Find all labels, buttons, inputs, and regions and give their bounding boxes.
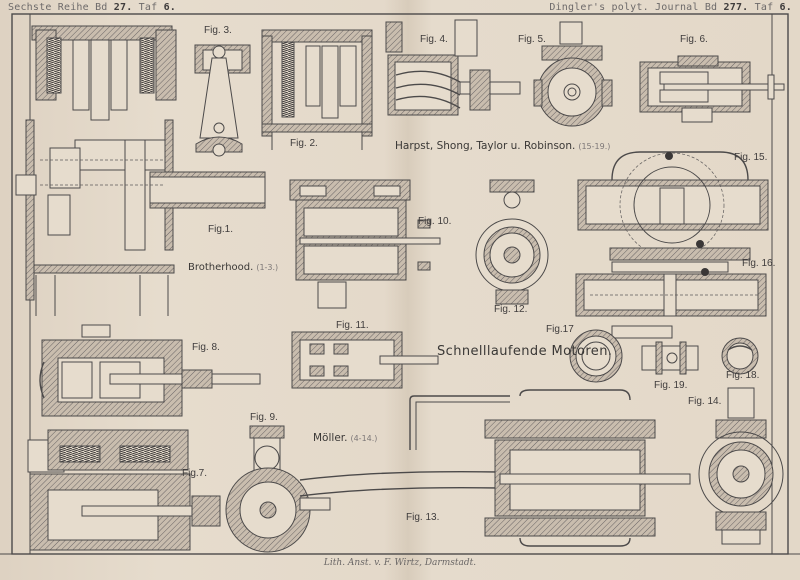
fig12-label: Fig. 12. [494,304,528,315]
fig2-drawing [261,29,373,150]
fig13-drawing [299,389,691,547]
fig14-label: Fig. 14. [688,396,722,407]
section-title-brotherhood: Brotherhood.(1-3.) [188,262,278,273]
fig19-drawing [641,341,699,375]
fig3-drawing [194,44,251,157]
figure-range: (15-19.) [578,142,611,151]
fig12-drawing [475,179,549,305]
volume-number: 27. [113,2,133,13]
fig15-drawing [577,151,769,261]
fig4-label: Fig. 4. [420,34,448,45]
fig19-label: Fig. 19. [654,380,688,391]
fig2-label: Fig. 2. [290,138,318,149]
header-series-info: Sechste Reihe Bd 27. Taf 6. [8,2,176,13]
journal-plate-prefix: Taf [754,2,774,13]
fig17-label: Fig.17 [546,324,574,335]
section-name: Möller. [313,432,348,444]
series-label: Sechste Reihe Bd [8,2,108,13]
fig8-label: Fig. 8. [192,342,220,353]
fig7-label: Fig.7. [182,468,208,479]
fig14-drawing [698,387,784,545]
journal-plate-number: 6. [779,2,792,13]
plate-prefix: Taf [138,2,158,13]
journal-label: Dingler's polyt. Journal Bd [549,2,718,13]
fig11-drawing [291,331,439,389]
fig17-drawing [569,329,623,383]
section-name: Harpst, Shong, Taylor u. Robinson. [395,140,576,152]
section-name: Schnelllaufende Motoren. [437,344,613,359]
fig5-drawing [533,21,613,127]
fig8-drawing [39,324,261,417]
section-name: Brotherhood. [188,262,254,273]
fig1-label: Fig.1. [208,224,234,235]
section-title-harpst: Harpst, Shong, Taylor u. Robinson.(15-19… [395,140,610,152]
fig1-drawing [15,25,266,316]
fig10-drawing [289,179,441,309]
plate-number: 6. [163,2,177,13]
fig16-drawing [575,261,767,339]
section-title-moller: Möller.(4-14.) [313,432,377,444]
fig6-label: Fig. 6. [680,34,708,45]
fig9-drawing [225,425,331,553]
journal-volume-number: 277. [723,2,749,13]
fig6-drawing [639,55,785,123]
section-title-schnelllaufende-motoren: Schnelllaufende Motoren. [437,344,612,359]
figure-range: (1-3.) [256,263,279,272]
fig3-label: Fig. 3. [204,25,232,36]
fig7-drawing [27,429,221,551]
header-journal-info: Dingler's polyt. Journal Bd 277. Taf 6. [549,2,792,13]
fig16-label: Fig. 16. [742,258,776,269]
fig18-drawing [721,337,759,375]
figure-range: (4-14.) [350,434,378,443]
fig4-drawing [385,19,521,116]
fig18-label: Fig. 18. [726,370,760,381]
fig9-label: Fig. 9. [250,412,278,423]
lithographer-imprint: Lith. Anst. v. F. Wirtz, Darmstadt. [323,558,477,568]
fig5-label: Fig. 5. [518,34,546,45]
fig13-label: Fig. 13. [406,512,440,523]
fig10-label: Fig. 10. [418,216,452,227]
fig11-label: Fig. 11. [336,320,369,331]
fig15-label: Fig. 15. [734,152,768,163]
